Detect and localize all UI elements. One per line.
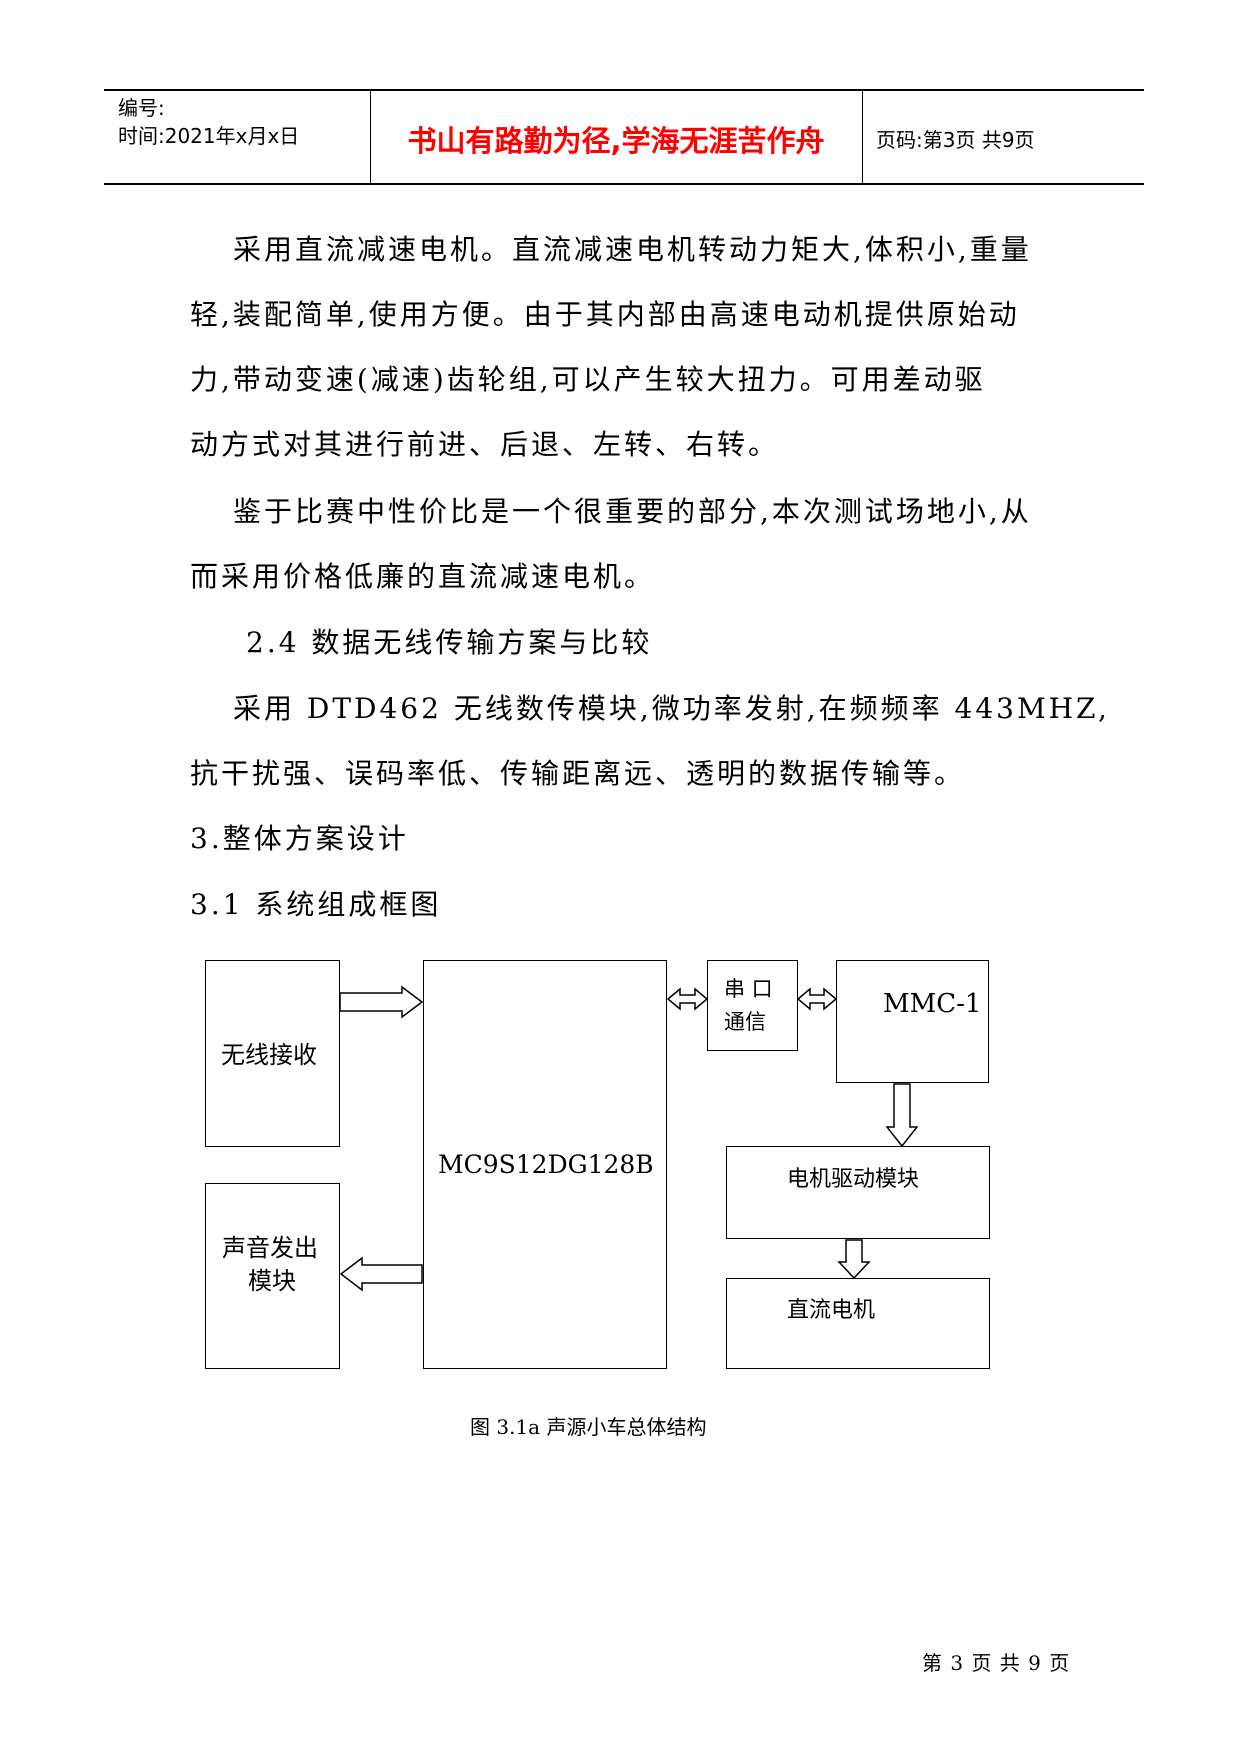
- section-heading: 2.4 数据无线传输方案与比较: [246, 626, 653, 659]
- body-line: 抗干扰强、误码率低、传输距离远、透明的数据传输等。: [190, 757, 966, 790]
- motor-driver-label: 电机驱动模块: [787, 1167, 920, 1192]
- arrow-right-icon: [339, 985, 424, 1019]
- dc-motor-box: [726, 1278, 990, 1369]
- mcu-box: [423, 960, 667, 1369]
- body-line: 而采用价格低廉的直流减速电机。: [190, 560, 656, 593]
- body-line: 采用 DTD462 无线数传模块,微功率发射,在频频率 443MHZ,: [233, 692, 1110, 725]
- header-divider-right: [862, 89, 863, 183]
- section-heading: 3.整体方案设计: [190, 822, 409, 855]
- body-line: 鉴于比赛中性价比是一个很重要的部分,本次测试场地小,从: [233, 495, 1032, 528]
- dc-motor-label: 直流电机: [787, 1298, 876, 1323]
- figure-caption: 图 3.1a 声源小车总体结构: [470, 1415, 707, 1439]
- body-line: 轻,装配简单,使用方便。由于其内部由高速电动机提供原始动: [190, 298, 1020, 331]
- mmc-box: [836, 960, 989, 1083]
- serial-comm-label-line2: 通信: [724, 1010, 766, 1034]
- double-arrow-icon: [666, 987, 709, 1011]
- wireless-receive-box: [205, 960, 340, 1147]
- header-bottom-rule: [104, 183, 1144, 185]
- serial-comm-label-line1: 串 口: [724, 977, 773, 1001]
- body-line: 动方式对其进行前进、后退、左转、右转。: [190, 428, 780, 461]
- wireless-receive-label: 无线接收: [221, 1041, 317, 1069]
- arrow-left-icon: [339, 1256, 423, 1292]
- header-top-rule: [104, 89, 1144, 91]
- page-footer: 第 3 页 共 9 页: [922, 1651, 1071, 1675]
- body-line: 力,带动变速(减速)齿轮组,可以产生较大扭力。可用差动驱: [190, 363, 986, 396]
- motor-driver-box: [726, 1146, 990, 1239]
- header-divider-left: [370, 89, 371, 183]
- sound-module-box: [205, 1183, 340, 1369]
- header-time-label: 时间:2021年x月x日: [118, 124, 300, 148]
- header-code-label: 编号:: [118, 96, 165, 120]
- mmc-label: MMC-1: [883, 989, 982, 1019]
- arrow-down-icon: [837, 1239, 871, 1280]
- section-heading: 3.1 系统组成框图: [190, 888, 442, 921]
- body-line: 采用直流减速电机。直流减速电机转动力矩大,体积小,重量: [233, 233, 1032, 266]
- arrow-down-icon: [885, 1083, 919, 1148]
- serial-comm-box: [707, 960, 798, 1051]
- sound-module-label-line2: 模块: [248, 1267, 296, 1295]
- double-arrow-icon: [796, 987, 838, 1011]
- header-motto: 书山有路勤为径,学海无涯苦作舟: [407, 124, 825, 158]
- mcu-label: MC9S12DG128B: [438, 1150, 654, 1179]
- header-page-label: 页码:第3页 共9页: [876, 128, 1035, 152]
- sound-module-label-line1: 声音发出: [222, 1234, 318, 1262]
